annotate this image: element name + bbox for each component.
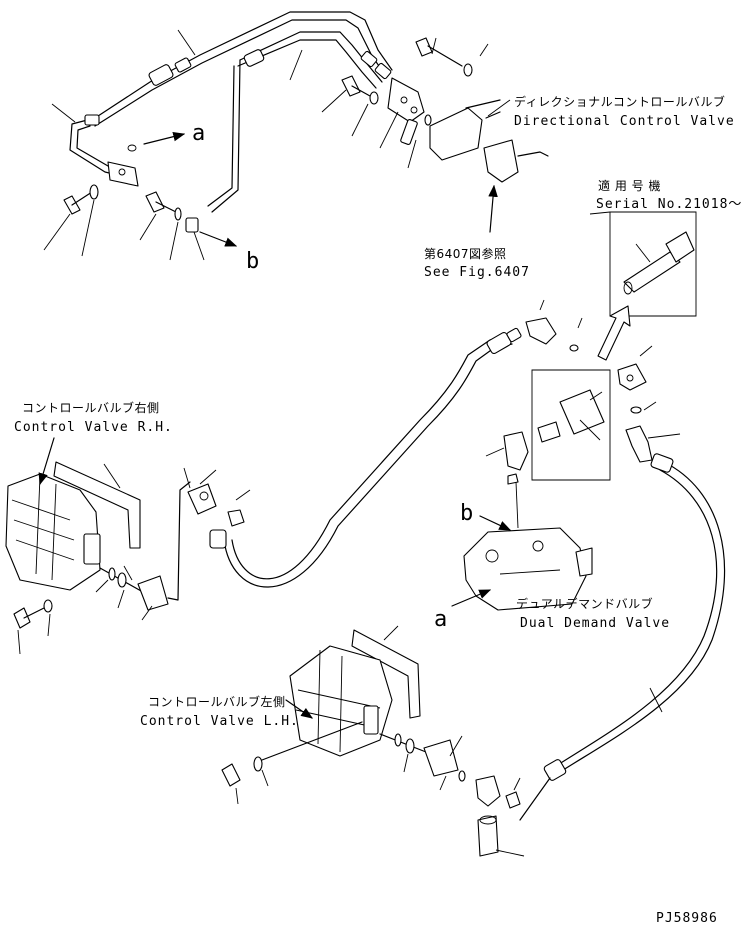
directional-valve-label-en: Directional Control Valve bbox=[514, 114, 735, 129]
lh-fittings bbox=[221, 721, 525, 857]
control-valve-rh bbox=[5, 461, 141, 591]
directional-valve-label-jp: ディレクショナルコントロールバルブ bbox=[514, 94, 725, 109]
see-fig-label-en: See Fig.6407 bbox=[424, 265, 530, 280]
center-right-fittings bbox=[569, 317, 681, 463]
applicable-label-jp: 適 用 号 機 bbox=[598, 178, 661, 193]
drawing-number: PJ58986 bbox=[656, 911, 718, 926]
dual-demand-label-en: Dual Demand Valve bbox=[520, 616, 670, 631]
cv-rh-arrow bbox=[38, 437, 55, 486]
see-fig-arrow bbox=[488, 184, 498, 233]
serial-no-label: Serial No.21018～ bbox=[596, 197, 742, 212]
ref-b-top: b bbox=[246, 249, 259, 274]
control-valve-lh bbox=[289, 625, 421, 757]
ref-arrows-top bbox=[127, 131, 238, 247]
cv-lh-label-jp: コントロールバルブ左側 bbox=[148, 694, 286, 709]
dual-demand-valve bbox=[463, 431, 593, 611]
see-fig-label-jp: 第6407図参照 bbox=[424, 246, 507, 261]
dual-demand-label-jp: デュアルデマンドバルブ bbox=[516, 596, 653, 611]
ref-b-mid: b bbox=[460, 501, 473, 526]
ref-b-arrow bbox=[479, 515, 512, 531]
top-bolts bbox=[63, 37, 473, 233]
directional-control-valve bbox=[429, 99, 549, 183]
ref-a-top: a bbox=[192, 121, 205, 146]
rh-fittings bbox=[13, 467, 251, 655]
right-long-hose bbox=[519, 453, 726, 821]
cv-rh-label-jp: コントロールバルブ右側 bbox=[22, 400, 160, 415]
cv-lh-arrow bbox=[285, 699, 313, 719]
cv-rh-label-en: Control Valve R.H. bbox=[14, 420, 173, 435]
inset-arrow bbox=[597, 305, 631, 361]
leader-lines-top bbox=[43, 29, 511, 261]
middle-hose bbox=[209, 299, 557, 588]
ref-a-arrow bbox=[451, 589, 492, 607]
upper-pipe-assembly bbox=[69, 11, 425, 213]
ref-a-mid: a bbox=[434, 607, 447, 632]
serial-inset bbox=[589, 211, 697, 317]
cv-lh-label-en: Control Valve L.H. bbox=[140, 714, 299, 729]
filter-inset bbox=[531, 369, 611, 481]
